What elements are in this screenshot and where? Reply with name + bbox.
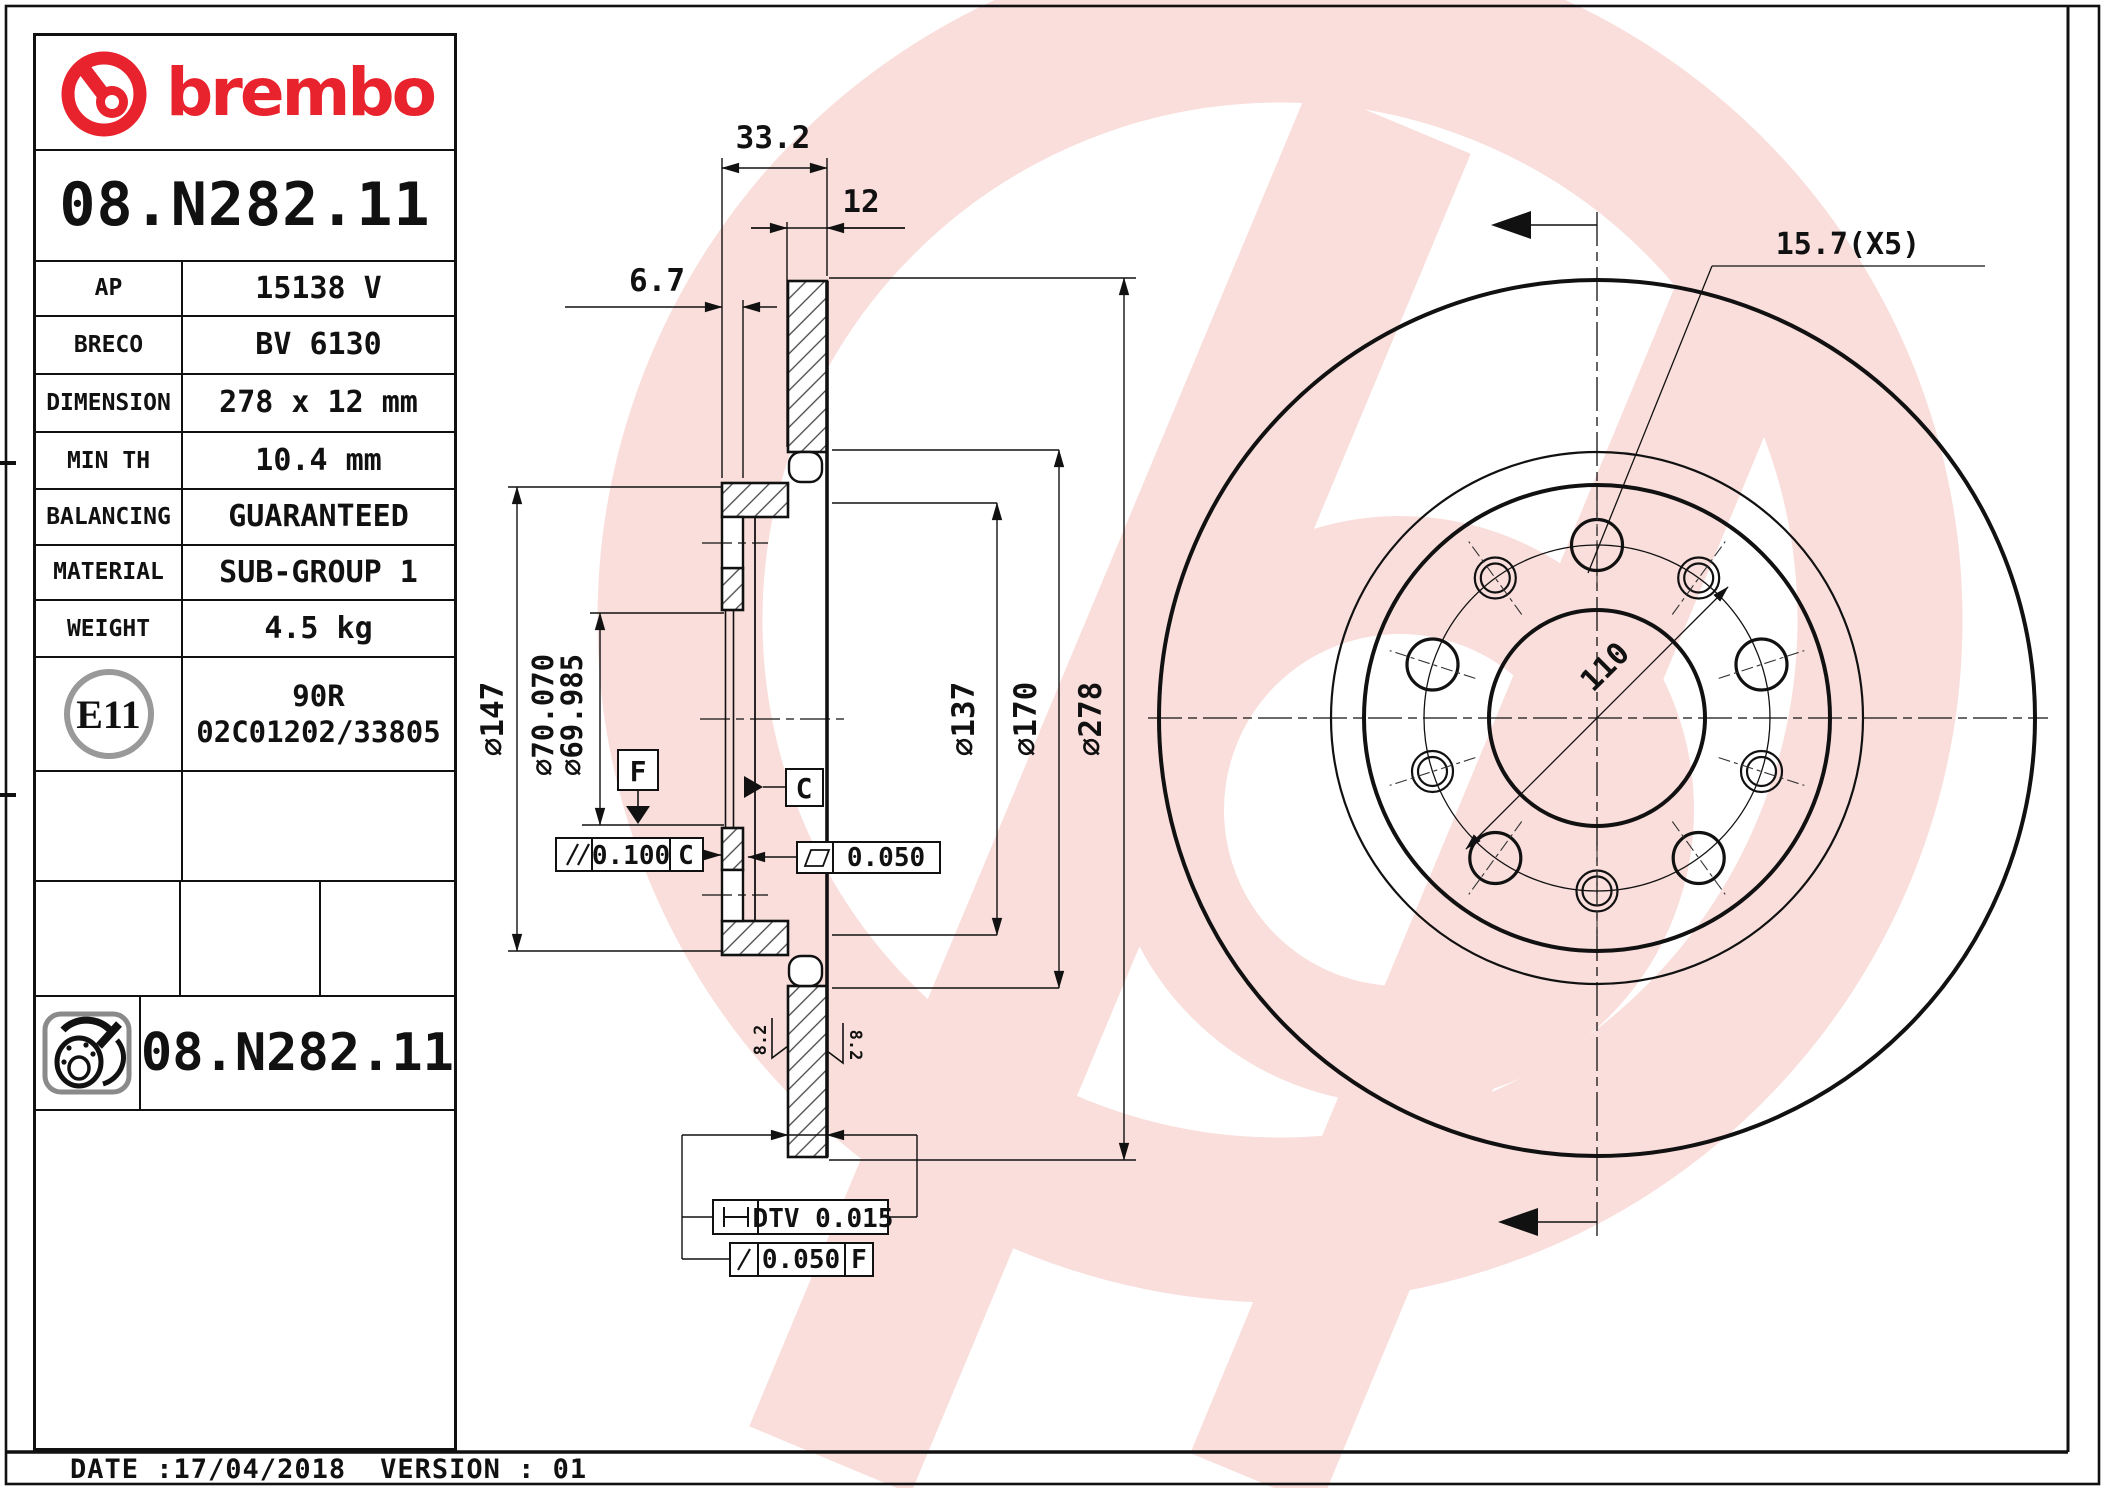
disc-render-row <box>36 1111 454 1448</box>
svg-text:0.100: 0.100 <box>592 841 670 871</box>
brand-logo-row: brembo <box>36 36 454 151</box>
homologation-row: E11 90R 02C01202/33805 <box>36 658 454 772</box>
spec-row-weight: WEIGHT 4.5 kg <box>36 600 454 659</box>
datum-f: F <box>617 749 659 824</box>
footer-part-number: 08.N282.11 <box>140 1023 454 1084</box>
roughness-right: 8.2 <box>845 1030 865 1061</box>
spec-label: MATERIAL <box>53 559 164 586</box>
part-number: 08.N282.11 <box>59 170 431 241</box>
spec-value: 278 x 12 mm <box>181 374 454 432</box>
spec-label: WEIGHT <box>66 615 151 642</box>
footer-date: DATE :17/04/2018 <box>70 1454 347 1485</box>
gdt-parallelism-frame: 0.100 C <box>555 837 722 872</box>
footer-version: VERSION : 01 <box>380 1454 588 1485</box>
dim-braking-inner-dia: ∅170 <box>1008 682 1044 757</box>
brake-disc-icon <box>42 1011 132 1095</box>
spec-value: 15138 V <box>181 262 454 315</box>
dim-hat-offset: 6.7 <box>629 263 685 299</box>
brand-wordmark: brembo <box>166 53 437 131</box>
spec-label: AP <box>94 275 123 302</box>
svg-text:0.050: 0.050 <box>762 1245 840 1275</box>
brembo-logo-icon <box>61 51 147 137</box>
title-block-footer: DATE :17/04/2018 VERSION : 01 <box>70 1454 621 1485</box>
brembo-watermark-icon <box>597 0 1963 1488</box>
spec-value: BV 6130 <box>181 316 454 373</box>
spec-value: 4.5 kg <box>181 600 454 657</box>
svg-text:C: C <box>678 841 694 871</box>
e11-badge: E11 <box>63 669 154 760</box>
empty-row <box>36 771 454 883</box>
front-view: 15.7(X5) 110 <box>1148 211 2048 1236</box>
spec-row-ap: AP 15138 V <box>36 262 454 317</box>
approval-line2: 02C01202/33805 <box>196 715 441 750</box>
dim-hat-inner-dia: ∅137 <box>946 682 982 757</box>
datum-c: C <box>744 768 824 807</box>
svg-text:C: C <box>796 772 813 805</box>
spec-label: DIMENSION <box>46 389 171 416</box>
dim-overall-width: 33.2 <box>736 120 811 156</box>
section-view: 33.2 12 6.7 ∅147 ∅70.070 ∅69.985 ∅137 ∅1… <box>475 120 1136 1277</box>
spec-label: BALANCING <box>46 503 171 530</box>
spec-row-min-th: MIN TH 10.4 mm <box>36 433 454 491</box>
roughness-left: 8.2 <box>751 1025 771 1056</box>
dim-bore-max: ∅70.070 <box>526 654 560 776</box>
spec-value: SUB-GROUP 1 <box>181 545 454 599</box>
spec-row-breco: BRECO BV 6130 <box>36 316 454 375</box>
label-bolt-holes: 15.7(X5) <box>1776 227 1921 262</box>
svg-text:F: F <box>630 755 647 788</box>
spec-row-balancing: BALANCING GUARANTEED <box>36 490 454 546</box>
dim-bore-min: ∅69.985 <box>555 654 589 776</box>
empty-row-split <box>36 882 454 997</box>
spec-value: GUARANTEED <box>181 490 454 544</box>
spec-value: 10.4 mm <box>181 433 454 489</box>
dim-disc-thickness: 12 <box>842 184 879 220</box>
gdt-dtv-frame: DTV 0.015 <box>712 1199 894 1235</box>
spec-label: MIN TH <box>66 447 151 474</box>
section-cut-arrows <box>1491 211 1597 1236</box>
footer-part-row: 08.N282.11 <box>36 996 454 1112</box>
spec-label: BRECO <box>73 331 144 358</box>
svg-text:0.050: 0.050 <box>847 843 925 873</box>
svg-text:DTV 0.015: DTV 0.015 <box>753 1204 894 1234</box>
gdt-flatness-frame: 0.050 <box>747 841 941 874</box>
gdt-runout-frame: 0.050 F <box>729 1242 874 1277</box>
dim-outer-dia: ∅278 <box>1073 682 1109 757</box>
spec-row-material: MATERIAL SUB-GROUP 1 <box>36 545 454 601</box>
part-number-row: 08.N282.11 <box>36 151 454 263</box>
svg-text:F: F <box>851 1245 867 1275</box>
spec-table: brembo 08.N282.11 AP 15138 V BRECO BV 61… <box>33 33 457 1451</box>
approval-line1: 90R <box>292 679 345 714</box>
dim-flange-dia: ∅147 <box>475 682 511 757</box>
spec-row-dimension: DIMENSION 278 x 12 mm <box>36 374 454 434</box>
page-border <box>0 4 2101 1486</box>
